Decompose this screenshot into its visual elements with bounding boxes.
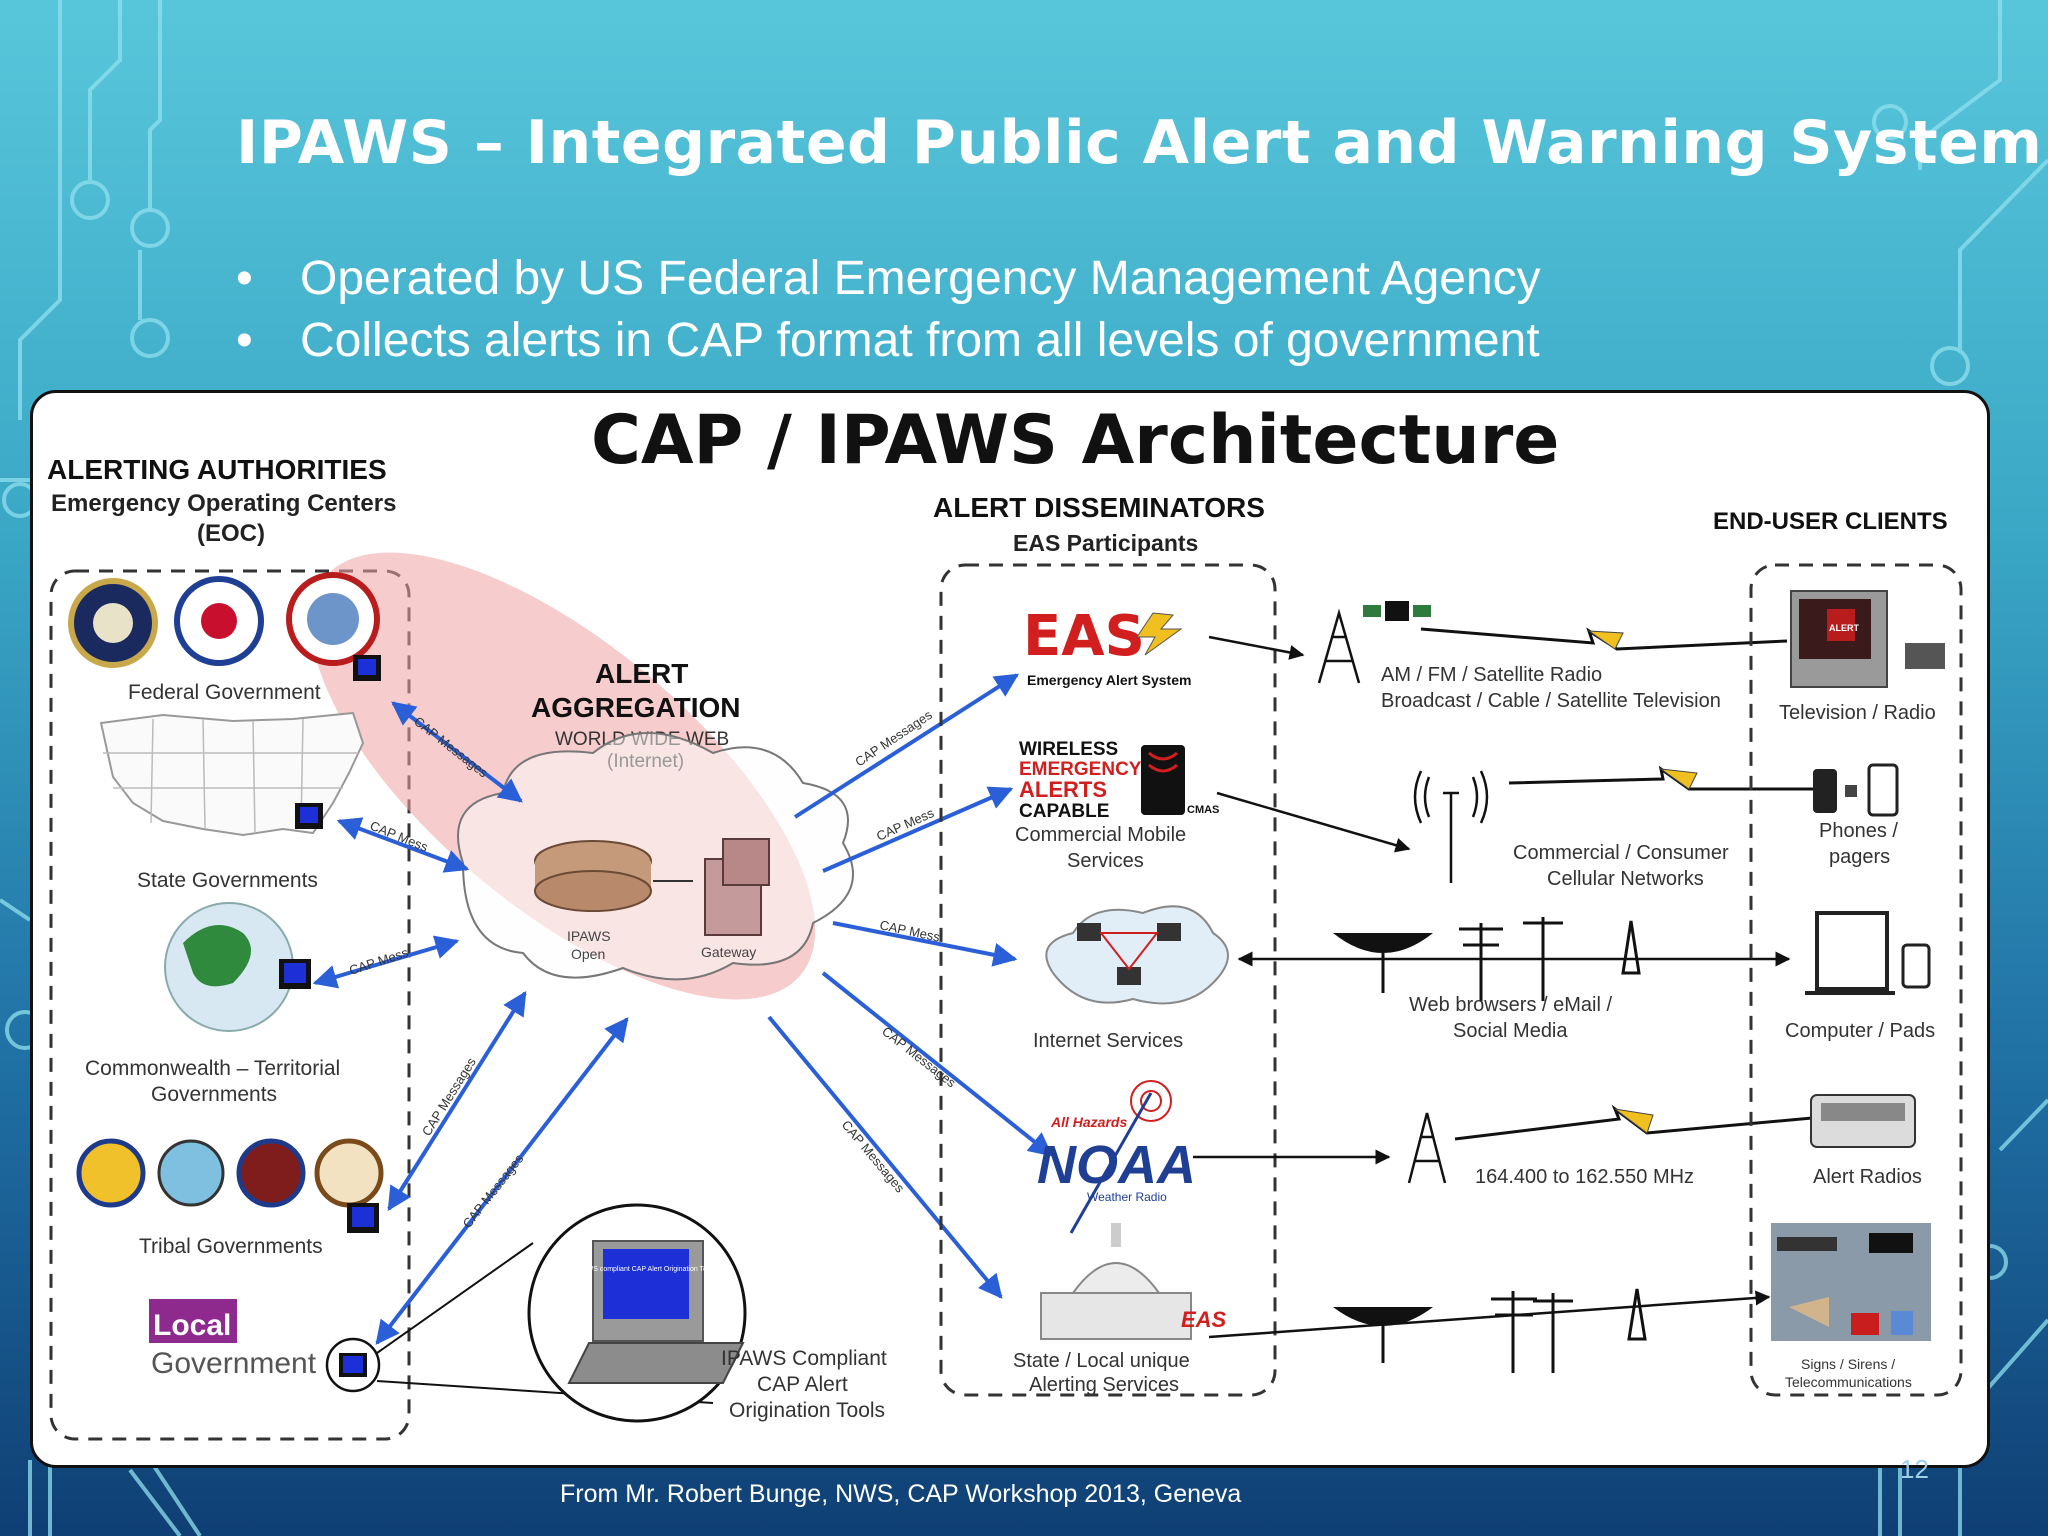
alert-radios-label: Alert Radios xyxy=(1813,1166,1922,1188)
signs-label-line1: Signs / Sirens / xyxy=(1801,1356,1895,1372)
bullet-item: Collects alerts in CAP format from all l… xyxy=(236,310,1541,372)
phones-label-line1: Phones / xyxy=(1819,820,1898,842)
web-label-line2: Social Media xyxy=(1453,1020,1568,1042)
slide-caption: From Mr. Robert Bunge, NWS, CAP Workshop… xyxy=(560,1480,1242,1508)
cellular-label-line1: Commercial / Consumer xyxy=(1513,842,1729,864)
local-government-logo xyxy=(149,1299,237,1343)
arrow-label: CAP Messages xyxy=(852,707,935,770)
noaa-sub-text: Weather Radio xyxy=(1087,1190,1167,1204)
eoc-abbrev: (EOC) xyxy=(197,520,265,547)
eoc-subheading: Emergency Operating Centers xyxy=(51,490,396,517)
eas-participants-label: EAS Participants xyxy=(1013,530,1198,556)
local-logo-text: Local xyxy=(153,1309,231,1342)
alert-tv-screen-text: ALERT xyxy=(1829,623,1859,633)
ipaws-open-label-2: Open xyxy=(571,946,605,962)
gateway-icon xyxy=(704,838,770,936)
signs-label-line2: Telecommunications xyxy=(1785,1374,1912,1390)
wea-line3: ALERTS xyxy=(1019,777,1107,802)
eas-sub-label: Emergency Alert System xyxy=(1027,672,1191,688)
eas-logo: EAS xyxy=(1023,604,1145,669)
wea-line4: CAPABLE xyxy=(1019,801,1109,822)
slide-title: IPAWS – Integrated Public Alert and Warn… xyxy=(236,108,2043,178)
origination-label-line3: Origination Tools xyxy=(729,1399,885,1422)
capitol-building-icon xyxy=(1040,1223,1192,1340)
aggregation-cloud xyxy=(457,732,854,981)
internet-cloud-icon xyxy=(1045,905,1229,1005)
arrow-label: CAP Mess xyxy=(878,917,941,944)
dish-and-poles-icon xyxy=(1333,917,1641,1001)
commonwealth-label-line1: Commonwealth – Territorial xyxy=(85,1057,340,1080)
disseminators-group-box xyxy=(939,563,1277,1397)
lightning-icon xyxy=(1136,612,1183,656)
origination-label-line2: CAP Alert xyxy=(757,1373,848,1396)
eas-small-logo: EAS xyxy=(1181,1307,1227,1332)
frequency-label: 164.400 to 162.550 MHz xyxy=(1475,1166,1694,1188)
architecture-diagram: CAP / IPAWS Architecture ALERTING AUTHOR… xyxy=(47,401,1963,1441)
tv-radio-icon xyxy=(1790,590,1945,688)
government-logo-text: Government xyxy=(151,1347,317,1380)
federal-government-label: Federal Government xyxy=(128,681,321,704)
us-map-icon xyxy=(99,711,365,837)
bullet-item: Operated by US Federal Emergency Managem… xyxy=(236,248,1541,310)
cellular-label-line2: Cellular Networks xyxy=(1547,868,1704,890)
internet-services-label: Internet Services xyxy=(1033,1030,1183,1052)
internet-pcs-icon xyxy=(1077,923,1181,985)
page-number: 12 xyxy=(1900,1454,1929,1484)
noaa-hazards-text: All Hazards xyxy=(1050,1114,1127,1130)
bullet-list: Operated by US Federal Emergency Managem… xyxy=(236,248,1541,372)
wea-line2: EMERGENCY xyxy=(1019,759,1142,780)
gateway-label: Gateway xyxy=(701,944,756,960)
aggregation-label-line2: AGGREGATION xyxy=(531,692,740,723)
phones-label-line2: pagers xyxy=(1829,846,1890,868)
origination-screen-text: IPAWS compliant CAP Alert Origination To… xyxy=(576,1266,716,1273)
wea-phone-icon xyxy=(1141,745,1185,815)
local-pc-magnify-circle xyxy=(325,1337,381,1393)
tribal-seals xyxy=(76,1138,384,1208)
diagram-title: CAP / IPAWS Architecture xyxy=(591,401,1559,480)
alert-radio-icon xyxy=(1810,1094,1916,1148)
aggregation-label-line1: ALERT xyxy=(595,658,688,689)
end-user-group-box xyxy=(1749,563,1963,1397)
broadcast-label-line2: Broadcast / Cable / Satellite Television xyxy=(1381,690,1721,712)
arrow-label: CAP Messages xyxy=(879,1024,959,1091)
computer-icon xyxy=(1805,911,1931,995)
wea-line1: WIRELESS xyxy=(1019,739,1118,760)
disseminators-heading: ALERT DISSEMINATORS xyxy=(933,492,1265,523)
cms-label-line1: Commercial Mobile xyxy=(1015,824,1186,846)
architecture-diagram-panel: CAP / IPAWS Architecture ALERTING AUTHOR… xyxy=(30,390,1990,1468)
cmas-label: CMAS xyxy=(1187,804,1219,816)
arrow-label: CAP Mess xyxy=(347,945,410,978)
noaa-text: NOAA xyxy=(1037,1135,1196,1195)
state-governments-label: State Governments xyxy=(137,869,318,892)
state-local-label-line2: Alerting Services xyxy=(1029,1374,1179,1396)
tribal-governments-label: Tribal Governments xyxy=(139,1235,323,1258)
satellite-icon xyxy=(1363,601,1431,621)
cell-tower-icon xyxy=(1413,770,1489,883)
radio-tower-icon xyxy=(1407,1112,1447,1184)
arrow-label: CAP Messages xyxy=(460,1151,527,1231)
arrow-label: CAP Messages xyxy=(839,1117,908,1195)
dish-and-poles-icon-2 xyxy=(1333,1288,1647,1373)
alerting-authorities-heading: ALERTING AUTHORITIES xyxy=(47,454,387,485)
signs-sirens-icon xyxy=(1771,1223,1931,1341)
phones-icon xyxy=(1813,763,1899,817)
commonwealth-label-line2: Governments xyxy=(151,1083,277,1106)
end-user-heading: END-USER CLIENTS xyxy=(1713,508,1948,535)
broadcast-label-line1: AM / FM / Satellite Radio xyxy=(1381,664,1602,686)
ipaws-open-server-icon xyxy=(534,840,652,912)
cap-arrows xyxy=(312,673,1053,1345)
federal-seals xyxy=(68,572,380,668)
computer-label: Computer / Pads xyxy=(1785,1020,1935,1042)
noaa-logo: All Hazards NOAA Weather Radio xyxy=(1037,1080,1196,1234)
state-local-label-line1: State / Local unique xyxy=(1013,1350,1190,1372)
web-label-line1: Web browsers / eMail / xyxy=(1409,994,1612,1016)
ipaws-open-label-1: IPAWS xyxy=(567,928,611,944)
origination-label-line1: IPAWS Compliant xyxy=(721,1347,887,1370)
cms-label-line2: Services xyxy=(1067,850,1144,872)
arrow-label: CAP Messages xyxy=(419,1054,479,1138)
broadcast-tower-icon xyxy=(1317,608,1361,684)
tv-radio-label: Television / Radio xyxy=(1779,702,1936,724)
